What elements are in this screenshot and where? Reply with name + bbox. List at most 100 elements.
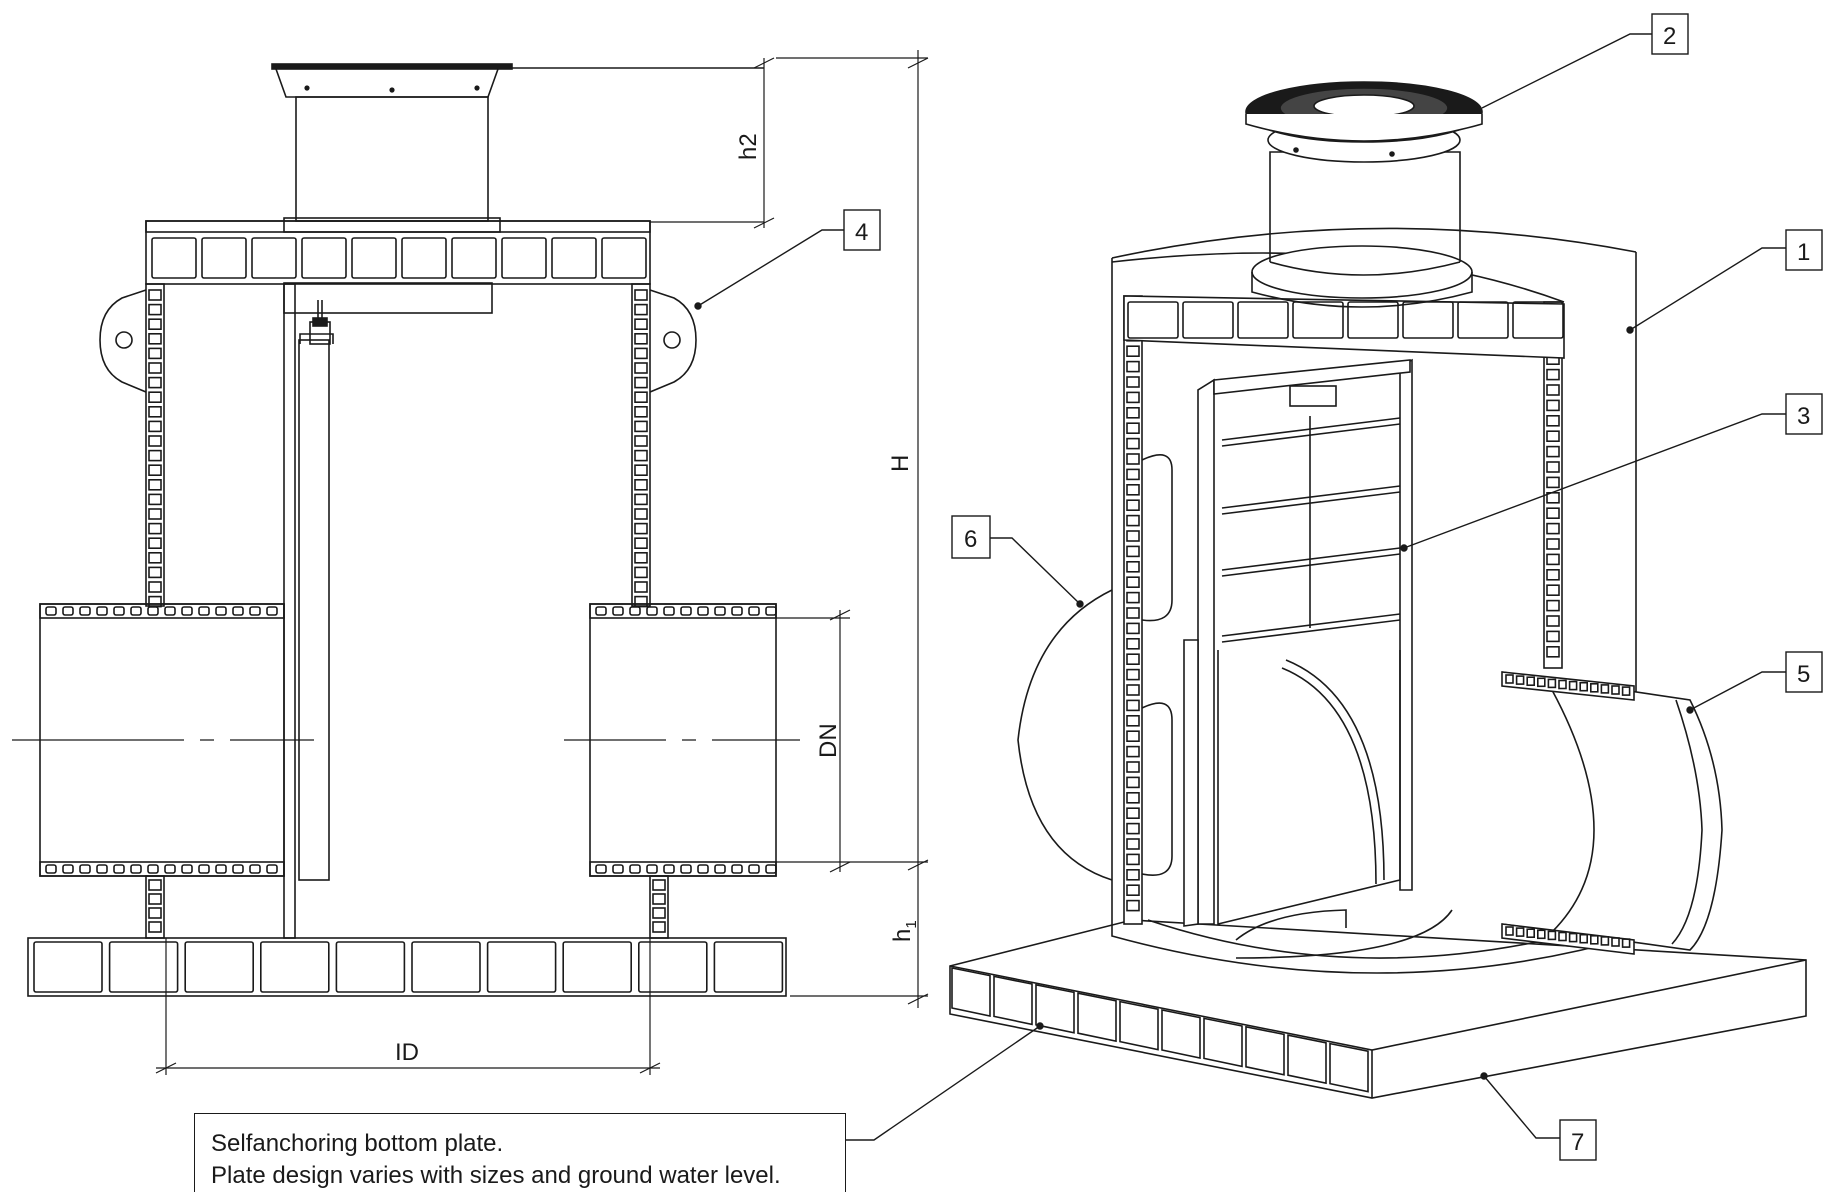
wall-cell: [148, 420, 162, 433]
iso-wall-cell: [1546, 538, 1560, 550]
iso-wall-cell: [1126, 791, 1140, 804]
pipe-wall-cell: [96, 606, 108, 616]
wall-cell: [148, 376, 162, 389]
pipe-wall-cell: [714, 864, 726, 874]
iso-wall-cell: [1126, 699, 1140, 712]
iso-pipe-cell: [1526, 928, 1535, 939]
wall-cell: [148, 879, 162, 891]
wall-cell: [148, 332, 162, 345]
pipe-wall-cell: [595, 606, 607, 616]
iso-pipe-cell: [1505, 926, 1514, 936]
ceiling-cell: [401, 237, 447, 279]
iso-pipe-cell: [1547, 930, 1557, 941]
pipe-wall-cell: [62, 864, 74, 874]
iso-wall-cell: [1126, 776, 1140, 789]
lifting-lug-right: [649, 289, 697, 393]
cover-frame: [271, 63, 764, 233]
iso-wall-cell: [1126, 899, 1140, 912]
ceiling-cell: [351, 237, 397, 279]
iso-pipe-cell: [1558, 679, 1567, 690]
pipe-wall-cell: [130, 864, 142, 874]
iso-wall-cell: [1546, 430, 1560, 443]
pipe-wall-cell: [181, 864, 193, 874]
pipe-wall-cell: [181, 606, 193, 616]
pipe-wall-cell: [215, 606, 227, 616]
note-line-1: Selfanchoring bottom plate.: [211, 1130, 504, 1157]
wall-cell: [148, 551, 162, 564]
callout-box-1: 1: [1785, 229, 1823, 271]
bottom-plate-cell: [108, 941, 179, 993]
pipe-wall-cell: [663, 606, 675, 616]
iso-wall-cell: [1546, 645, 1560, 658]
pipe-wall-cell: [198, 864, 210, 874]
wall-cell: [634, 449, 648, 462]
wall-cell: [148, 921, 162, 933]
pipe-wall-cell: [714, 606, 726, 616]
iso-riser: [1251, 117, 1473, 308]
wall-cell: [634, 522, 648, 535]
iso-pipe-cell: [1579, 681, 1588, 692]
wall-cell: [634, 303, 648, 316]
iso-pipe-cell: [1558, 931, 1567, 942]
pipe-wall-cell: [266, 864, 278, 874]
pipe-wall-cell: [96, 864, 108, 874]
wall-cell: [148, 566, 162, 579]
bottom-plate-cell: [637, 941, 708, 993]
pipe-wall-cell: [113, 606, 125, 616]
iso-pipe-cell: [1621, 938, 1631, 948]
wall-cell: [148, 893, 162, 905]
wall-cell: [148, 449, 162, 462]
pipe-wall-cell: [164, 864, 176, 874]
iso-wall-cell: [1126, 868, 1140, 881]
iso-wall-cell: [1126, 591, 1140, 604]
pipe-wall-cell: [249, 864, 261, 874]
bottom-plate-cell: [713, 941, 784, 993]
wall-cell: [148, 595, 162, 608]
iso-ceiling-cell: [1182, 301, 1234, 339]
callout-box-7: 7: [1559, 1119, 1597, 1161]
pipe-wall-cell: [748, 864, 760, 874]
wall-cell: [652, 893, 666, 905]
iso-pipe-cell: [1547, 678, 1557, 689]
pipe-wall-cell: [595, 864, 607, 874]
iso-wall-right: [1543, 301, 1563, 669]
wall-cell: [148, 347, 162, 360]
pipe-wall-cell: [215, 864, 227, 874]
dim-label-H: H: [887, 455, 914, 472]
iso-wall-cell: [1546, 522, 1560, 535]
bottom-plate-cell: [33, 941, 103, 993]
callout-box-2: 2: [1651, 13, 1689, 55]
wall-cell: [634, 435, 648, 447]
gate-assembly: [283, 283, 334, 939]
wall-cell: [148, 464, 162, 477]
wall-cell: [634, 318, 648, 331]
wall-cell: [148, 435, 162, 447]
inlet-pipe-left: [39, 603, 285, 877]
iso-pipe-cell: [1590, 934, 1599, 945]
callout-label-6: 6: [964, 526, 977, 553]
iso-plate-cell: [1203, 1017, 1243, 1068]
section-view: [12, 50, 929, 1075]
iso-pipe-left: [1017, 589, 1113, 881]
pipe-wall-cell: [232, 606, 244, 616]
bottom-plate-section: [27, 937, 787, 997]
wall-cell: [148, 318, 162, 331]
pipe-wall-cell: [45, 864, 57, 874]
pipe-wall-cell: [680, 606, 692, 616]
iso-ceiling-cell: [1127, 301, 1179, 339]
ceiling-cell: [151, 237, 197, 279]
dim-label-DN: DN: [815, 723, 842, 758]
iso-pipe-cell: [1611, 937, 1620, 947]
ceiling-cell: [601, 237, 647, 279]
pipe-wall-cell: [147, 864, 159, 874]
wall-cell: [148, 405, 162, 418]
wall-cell: [634, 347, 648, 360]
iso-wall-cell: [1546, 553, 1560, 566]
iso-plate-cell: [1077, 992, 1117, 1043]
iso-wall-cell: [1546, 384, 1560, 396]
bottom-plate-cell: [259, 941, 330, 993]
callout-label-4: 4: [855, 219, 868, 246]
callout-box-4: 4: [843, 209, 881, 251]
ceiling-cell: [301, 237, 347, 279]
